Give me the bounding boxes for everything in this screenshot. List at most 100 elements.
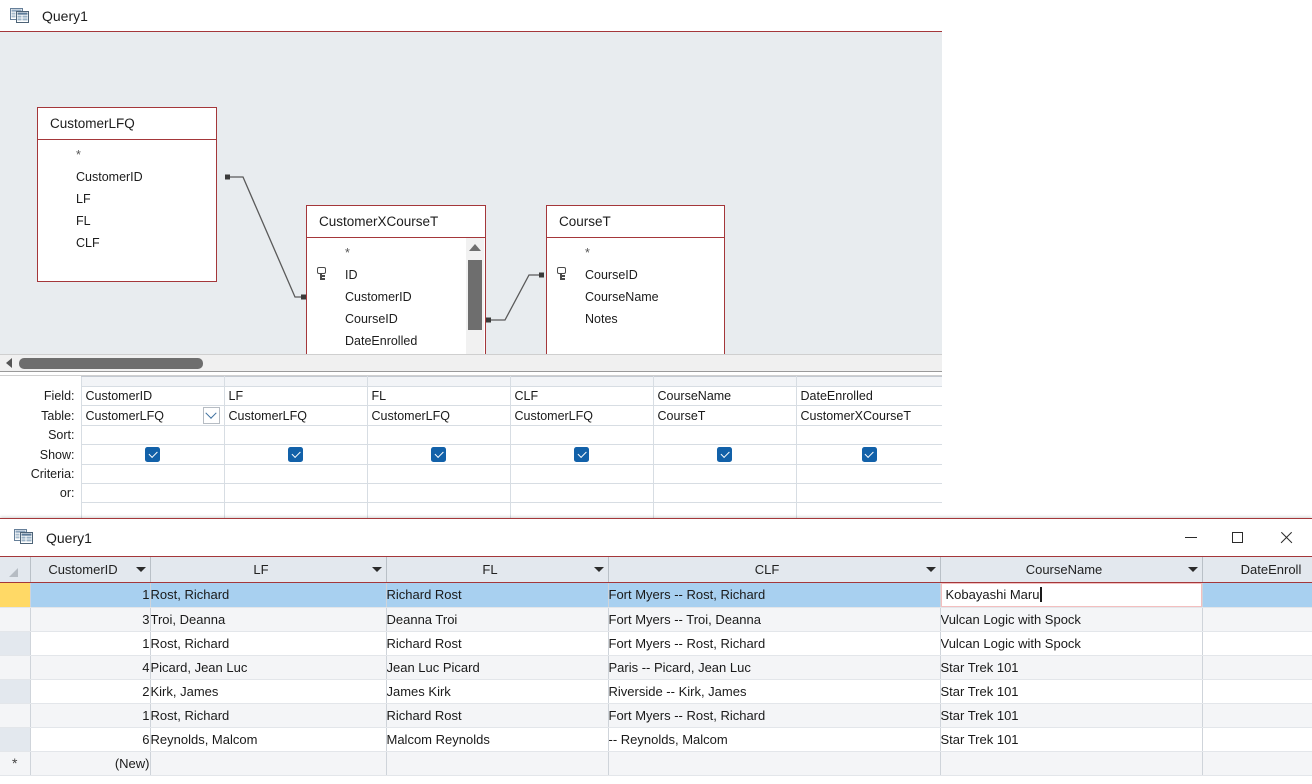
show-checkbox[interactable] bbox=[145, 447, 160, 462]
qbe-column-selector[interactable] bbox=[652, 376, 797, 387]
qbe-or-cell[interactable] bbox=[80, 483, 225, 503]
inline-edit-box[interactable]: Kobayashi Maru bbox=[940, 582, 1201, 606]
column-header-coursename[interactable]: CourseName bbox=[940, 557, 1203, 583]
qbe-show-cell[interactable] bbox=[366, 444, 511, 465]
cell-coursename[interactable]: Star Trek 101 bbox=[940, 655, 1203, 680]
cell-dateenrolled[interactable]: 2/10 bbox=[1202, 679, 1312, 704]
field-row[interactable]: CourseID bbox=[547, 264, 724, 286]
document-tab-label[interactable]: Query1 bbox=[42, 7, 88, 24]
field-row[interactable]: Notes bbox=[547, 308, 724, 330]
cell-lf-new[interactable] bbox=[150, 751, 387, 776]
cell-customerid[interactable]: 1 bbox=[30, 703, 151, 728]
cell-customerid[interactable]: 6 bbox=[30, 727, 151, 752]
cell-lf[interactable]: Rost, Richard bbox=[150, 582, 387, 608]
chevron-down-icon[interactable] bbox=[135, 566, 146, 572]
new-record-row[interactable]: * (New) bbox=[0, 751, 1312, 776]
row-selector[interactable] bbox=[0, 679, 31, 704]
scroll-up-icon[interactable] bbox=[466, 238, 484, 256]
cell-coursename[interactable]: Vulcan Logic with Spock bbox=[940, 631, 1203, 656]
chevron-down-icon[interactable] bbox=[1187, 566, 1198, 572]
column-header-lf[interactable]: LF bbox=[150, 557, 387, 583]
cell-customerid[interactable]: 1 bbox=[30, 631, 151, 656]
cell-fl[interactable]: Richard Rost bbox=[386, 631, 609, 656]
qbe-show-cell[interactable] bbox=[795, 444, 942, 465]
field-row[interactable]: CourseID bbox=[307, 308, 485, 330]
column-header-dateenrolled[interactable]: DateEnroll bbox=[1202, 557, 1312, 583]
column-header-clf[interactable]: CLF bbox=[608, 557, 941, 583]
field-row[interactable]: CustomerID bbox=[307, 286, 485, 308]
qbe-sort-cell[interactable] bbox=[509, 425, 654, 445]
qbe-table-cell[interactable]: CustomerLFQ bbox=[509, 405, 654, 426]
row-selector[interactable] bbox=[0, 703, 31, 728]
cell-dateenrolled[interactable]: 2/10 bbox=[1202, 607, 1312, 632]
qbe-criteria-cell[interactable] bbox=[80, 464, 225, 484]
cell-fl[interactable]: Richard Rost bbox=[386, 703, 609, 728]
qbe-sort-cell[interactable] bbox=[223, 425, 368, 445]
qbe-or-cell[interactable] bbox=[223, 483, 368, 503]
cell-coursename[interactable]: Vulcan Logic with Spock bbox=[940, 607, 1203, 632]
cell-dateenrolled[interactable]: 2/8 bbox=[1202, 655, 1312, 680]
cell-clf[interactable]: Fort Myers -- Rost, Richard bbox=[608, 631, 941, 656]
column-header-customerid[interactable]: CustomerID bbox=[30, 557, 151, 583]
show-checkbox[interactable] bbox=[717, 447, 732, 462]
cell-lf[interactable]: Reynolds, Malcom bbox=[150, 727, 387, 752]
cell-clf[interactable]: -- Reynolds, Malcom bbox=[608, 727, 941, 752]
table-row[interactable]: 1 Rost, Richard Richard Rost Fort Myers … bbox=[0, 631, 1312, 656]
qbe-column-selector[interactable] bbox=[366, 376, 511, 387]
table-box-courset[interactable]: CourseT * CourseID bbox=[546, 205, 725, 354]
cell-fl[interactable]: Deanna Troi bbox=[386, 607, 609, 632]
cell-customerid[interactable]: 2 bbox=[30, 679, 151, 704]
cell-fl-new[interactable] bbox=[386, 751, 609, 776]
qbe-column-selector[interactable] bbox=[80, 376, 225, 387]
cell-customerid-new[interactable]: (New) bbox=[30, 751, 151, 776]
qbe-criteria-cell[interactable] bbox=[795, 464, 942, 484]
table-diagram-pane[interactable]: CustomerLFQ * CustomerID LF bbox=[0, 32, 942, 354]
diagram-horizontal-scrollbar[interactable] bbox=[0, 354, 942, 372]
row-selector[interactable] bbox=[0, 727, 31, 752]
qbe-or-cell[interactable] bbox=[509, 483, 654, 503]
cell-coursename[interactable]: Star Trek 101 bbox=[940, 703, 1203, 728]
qbe-table-cell[interactable]: CustomerLFQ bbox=[223, 405, 368, 426]
field-row[interactable]: LF bbox=[38, 188, 216, 210]
datasheet-titlebar[interactable]: Query1 bbox=[0, 519, 1312, 557]
cell-coursename[interactable]: Star Trek 101 bbox=[940, 727, 1203, 752]
field-row[interactable]: FL bbox=[38, 210, 216, 232]
row-selector[interactable] bbox=[0, 582, 31, 608]
qbe-or-cell[interactable] bbox=[366, 483, 511, 503]
minimize-button[interactable] bbox=[1168, 519, 1214, 557]
scrollbar-thumb[interactable] bbox=[19, 357, 203, 369]
table-box-customerxcourset[interactable]: CustomerXCourseT * ID bbox=[306, 205, 486, 354]
show-checkbox[interactable] bbox=[288, 447, 303, 462]
qbe-column-selector[interactable] bbox=[795, 376, 942, 387]
qbe-table-cell[interactable]: CourseT bbox=[652, 405, 797, 426]
cell-dateenrolled[interactable]: 2/10 bbox=[1202, 582, 1312, 608]
field-row[interactable]: CLF bbox=[38, 232, 216, 254]
cell-dateenrolled-new[interactable] bbox=[1202, 751, 1312, 776]
scrollbar-thumb[interactable] bbox=[468, 260, 482, 330]
new-record-selector[interactable]: * bbox=[0, 751, 31, 776]
row-selector[interactable] bbox=[0, 607, 31, 632]
cell-fl[interactable]: James Kirk bbox=[386, 679, 609, 704]
qbe-table-cell[interactable]: CustomerLFQ bbox=[80, 405, 225, 426]
scroll-left-icon[interactable] bbox=[0, 354, 17, 372]
qbe-sort-cell[interactable] bbox=[80, 425, 225, 445]
field-row[interactable]: * bbox=[547, 242, 724, 264]
qbe-criteria-cell[interactable] bbox=[652, 464, 797, 484]
qbe-sort-cell[interactable] bbox=[652, 425, 797, 445]
qbe-field-cell[interactable]: DateEnrolled bbox=[795, 386, 942, 406]
field-row[interactable]: DateEnrolled bbox=[307, 330, 485, 352]
table-box-customerlfq[interactable]: CustomerLFQ * CustomerID LF bbox=[37, 107, 217, 282]
field-row[interactable]: * bbox=[307, 242, 485, 264]
cell-coursename[interactable]: Star Trek 101 bbox=[940, 679, 1203, 704]
cell-clf[interactable]: Paris -- Picard, Jean Luc bbox=[608, 655, 941, 680]
cell-clf[interactable]: Fort Myers -- Troi, Deanna bbox=[608, 607, 941, 632]
table-row[interactable]: 4 Picard, Jean Luc Jean Luc Picard Paris… bbox=[0, 655, 1312, 680]
qbe-column-selector[interactable] bbox=[509, 376, 654, 387]
cell-dateenrolled[interactable]: 2/10 bbox=[1202, 703, 1312, 728]
close-button[interactable] bbox=[1260, 519, 1312, 557]
cell-dateenrolled[interactable]: 2/10 bbox=[1202, 631, 1312, 656]
cell-lf[interactable]: Rost, Richard bbox=[150, 631, 387, 656]
cell-lf[interactable]: Picard, Jean Luc bbox=[150, 655, 387, 680]
table-row[interactable]: 6 Reynolds, Malcom Malcom Reynolds -- Re… bbox=[0, 727, 1312, 752]
qbe-criteria-cell[interactable] bbox=[366, 464, 511, 484]
